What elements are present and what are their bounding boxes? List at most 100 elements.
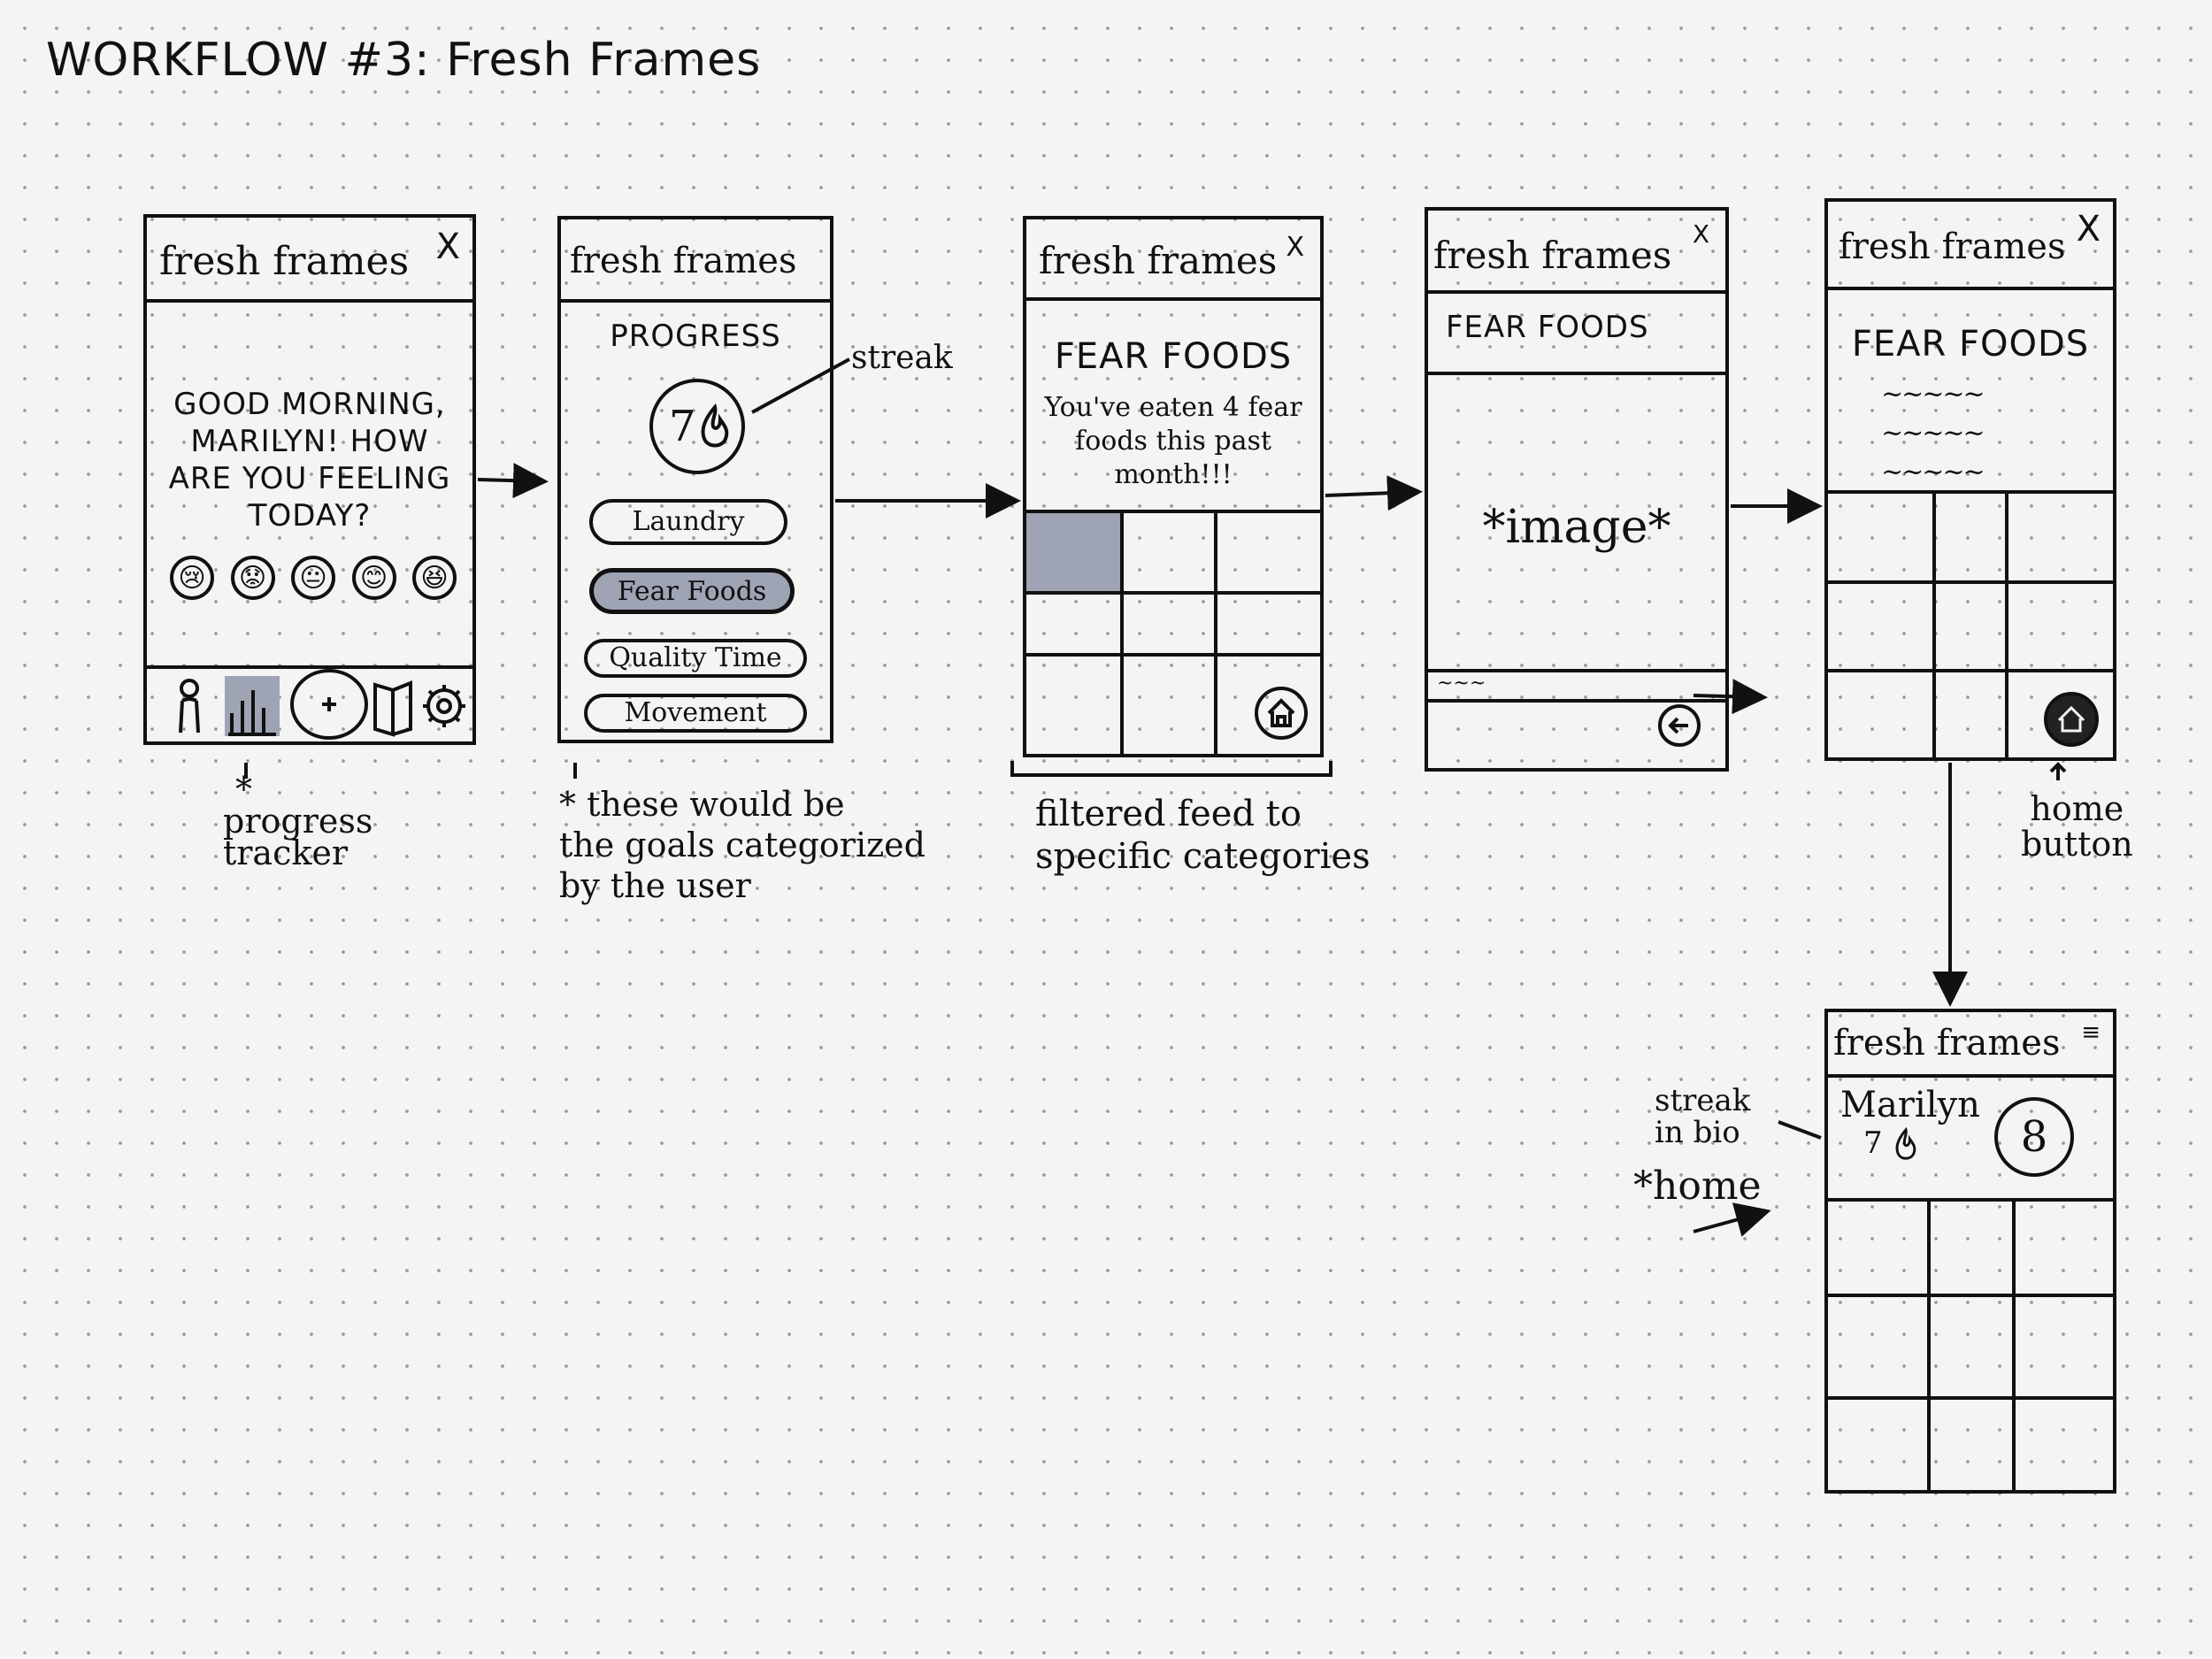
streak-counter: 7 (649, 379, 745, 474)
close-icon[interactable]: X (1286, 232, 1304, 263)
book-icon[interactable] (373, 680, 412, 737)
annotation-line-text: streak (1655, 1083, 1751, 1118)
bottom-nav-bar (147, 665, 472, 741)
goal-movement-button[interactable]: Movement (584, 694, 807, 733)
annotation-bracket (1010, 761, 1333, 777)
post-thumbnail[interactable] (1828, 494, 1936, 584)
annotation-line-text: * these would be (559, 785, 845, 824)
goal-fear-foods-button[interactable]: Fear Foods (589, 568, 795, 614)
post-thumbnail[interactable] (1828, 1202, 1931, 1297)
home-icon[interactable] (1253, 685, 1310, 741)
close-icon[interactable]: X (2076, 209, 2101, 250)
goal-laundry-button[interactable]: Laundry (589, 499, 787, 545)
post-thumbnail[interactable] (2016, 1202, 2113, 1297)
close-icon[interactable]: X (1692, 219, 1709, 249)
post-thumbnail[interactable] (1931, 1400, 2016, 1494)
post-caption: ~~~ (1437, 672, 1486, 695)
flame-icon (701, 403, 729, 448)
post-thumbnail[interactable] (1124, 513, 1217, 595)
greeting-line: GOOD MORNING, (173, 387, 446, 422)
profile-username: Marilyn (1840, 1085, 1980, 1125)
settings-icon[interactable] (423, 685, 465, 727)
post-thumbnail[interactable] (1828, 1297, 1931, 1400)
annotation-line (1778, 1120, 1822, 1140)
post-grid (1026, 510, 1320, 757)
post-thumbnail[interactable] (1828, 1400, 1931, 1494)
post-grid (1828, 490, 2113, 761)
progress-heading: PROGRESS (610, 319, 781, 354)
flame-icon (1895, 1126, 1916, 1160)
summary-line: You've eaten 4 fear (1044, 392, 1302, 423)
brand-logo: fresh frames (1433, 234, 1672, 277)
post-thumbnail[interactable] (1124, 595, 1217, 657)
title-bar: fresh frames X (1828, 202, 2113, 290)
post-thumbnail[interactable] (2008, 584, 2113, 672)
post-thumbnail[interactable] (1931, 1202, 2016, 1297)
category-summary: You've eaten 4 fear foods this past mont… (1026, 391, 1320, 492)
annotation-line-text: in bio (1655, 1115, 1740, 1150)
annotation-line-text: specific categories (1035, 836, 1371, 877)
post-category-heading: FEAR FOODS (1446, 310, 1649, 345)
post-thumbnail[interactable] (1936, 672, 2008, 761)
divider (1428, 372, 1725, 375)
post-thumbnail[interactable] (1217, 513, 1320, 595)
mood-crying-button[interactable]: 😢 (170, 556, 214, 600)
mood-crying-icon: 😢 (178, 563, 206, 594)
summary-line: foods this past (1075, 426, 1271, 457)
category-description: ~~~~~ ~~~~~ ~~~~~ (1881, 375, 1985, 492)
category-heading: FEAR FOODS (1054, 336, 1293, 377)
mood-happy-button[interactable]: 😊 (351, 556, 396, 600)
post-thumbnail[interactable] (1026, 513, 1124, 595)
post-thumbnail[interactable] (1828, 672, 1936, 761)
post-image-placeholder: *image* (1482, 501, 1671, 554)
goal-quality-time-button[interactable]: Quality Time (584, 639, 807, 678)
greeting-line: MARILYN! HOW (190, 424, 429, 459)
progress-chart-icon[interactable] (225, 676, 280, 736)
annotation-line-text: progress (223, 802, 373, 841)
mood-neutral-icon: 😐 (299, 563, 327, 594)
post-thumbnail[interactable] (1828, 584, 1936, 672)
home-icon[interactable] (2042, 690, 2101, 749)
annotation-goals-note: * these would be the goals categorized b… (559, 784, 926, 906)
post-thumbnail[interactable] (1931, 1297, 2016, 1400)
annotation-home-button: home button (2021, 791, 2133, 862)
post-thumbnail[interactable] (1026, 657, 1124, 757)
profile-icon[interactable] (179, 679, 200, 733)
flow-arrow (1693, 1202, 1771, 1237)
brand-logo: fresh frames (570, 241, 797, 281)
menu-icon[interactable]: ≡ (2081, 1019, 2101, 1046)
screen-home-checkin: fresh frames X GOOD MORNING, MARILYN! HO… (143, 214, 476, 745)
streak-value: 7 (1863, 1125, 1883, 1161)
mood-neutral-button[interactable]: 😐 (291, 556, 335, 600)
screen-category-feed: fresh frames X FEAR FOODS You've eaten 4… (1023, 216, 1324, 757)
squiggle-line: ~~~~~ (1881, 379, 1985, 410)
post-thumbnail[interactable] (1936, 494, 2008, 584)
screen-progress: fresh frames PROGRESS 7 Laundry Fear Foo… (557, 216, 833, 743)
page-title: WORKFLOW #3: Fresh Frames (46, 34, 762, 87)
screen-profile-home: fresh frames ≡ Marilyn 7 8 (1824, 1009, 2116, 1494)
post-thumbnail[interactable] (2008, 494, 2113, 584)
back-arrow-icon[interactable] (1656, 703, 1702, 749)
summary-line: month!!! (1114, 459, 1233, 490)
annotation-streak-in-bio: streak in bio (1655, 1085, 1750, 1148)
flow-arrow (1693, 679, 1768, 715)
add-icon[interactable] (290, 669, 368, 740)
mood-laughing-button[interactable]: 😆 (412, 556, 457, 600)
profile-avatar[interactable]: 8 (1994, 1097, 2074, 1177)
close-icon[interactable]: X (435, 227, 460, 267)
post-thumbnail[interactable] (2016, 1297, 2113, 1400)
title-bar: fresh frames ≡ (1828, 1012, 2113, 1078)
post-thumbnail[interactable] (1217, 595, 1320, 657)
post-thumbnail[interactable] (1026, 595, 1124, 657)
flow-arrow (477, 463, 549, 499)
annotation-streak: streak (851, 340, 953, 376)
post-thumbnail[interactable] (1124, 657, 1217, 757)
annotation-line (751, 357, 850, 414)
divider (1428, 699, 1725, 703)
annotation-line-text: button (2021, 825, 2133, 864)
flow-arrow (1325, 475, 1423, 511)
annotation-line-text: tracker (223, 833, 349, 872)
brand-logo: fresh frames (1839, 227, 2066, 267)
post-thumbnail[interactable] (1936, 584, 2008, 672)
mood-sad-button[interactable]: 😟 (230, 556, 275, 600)
